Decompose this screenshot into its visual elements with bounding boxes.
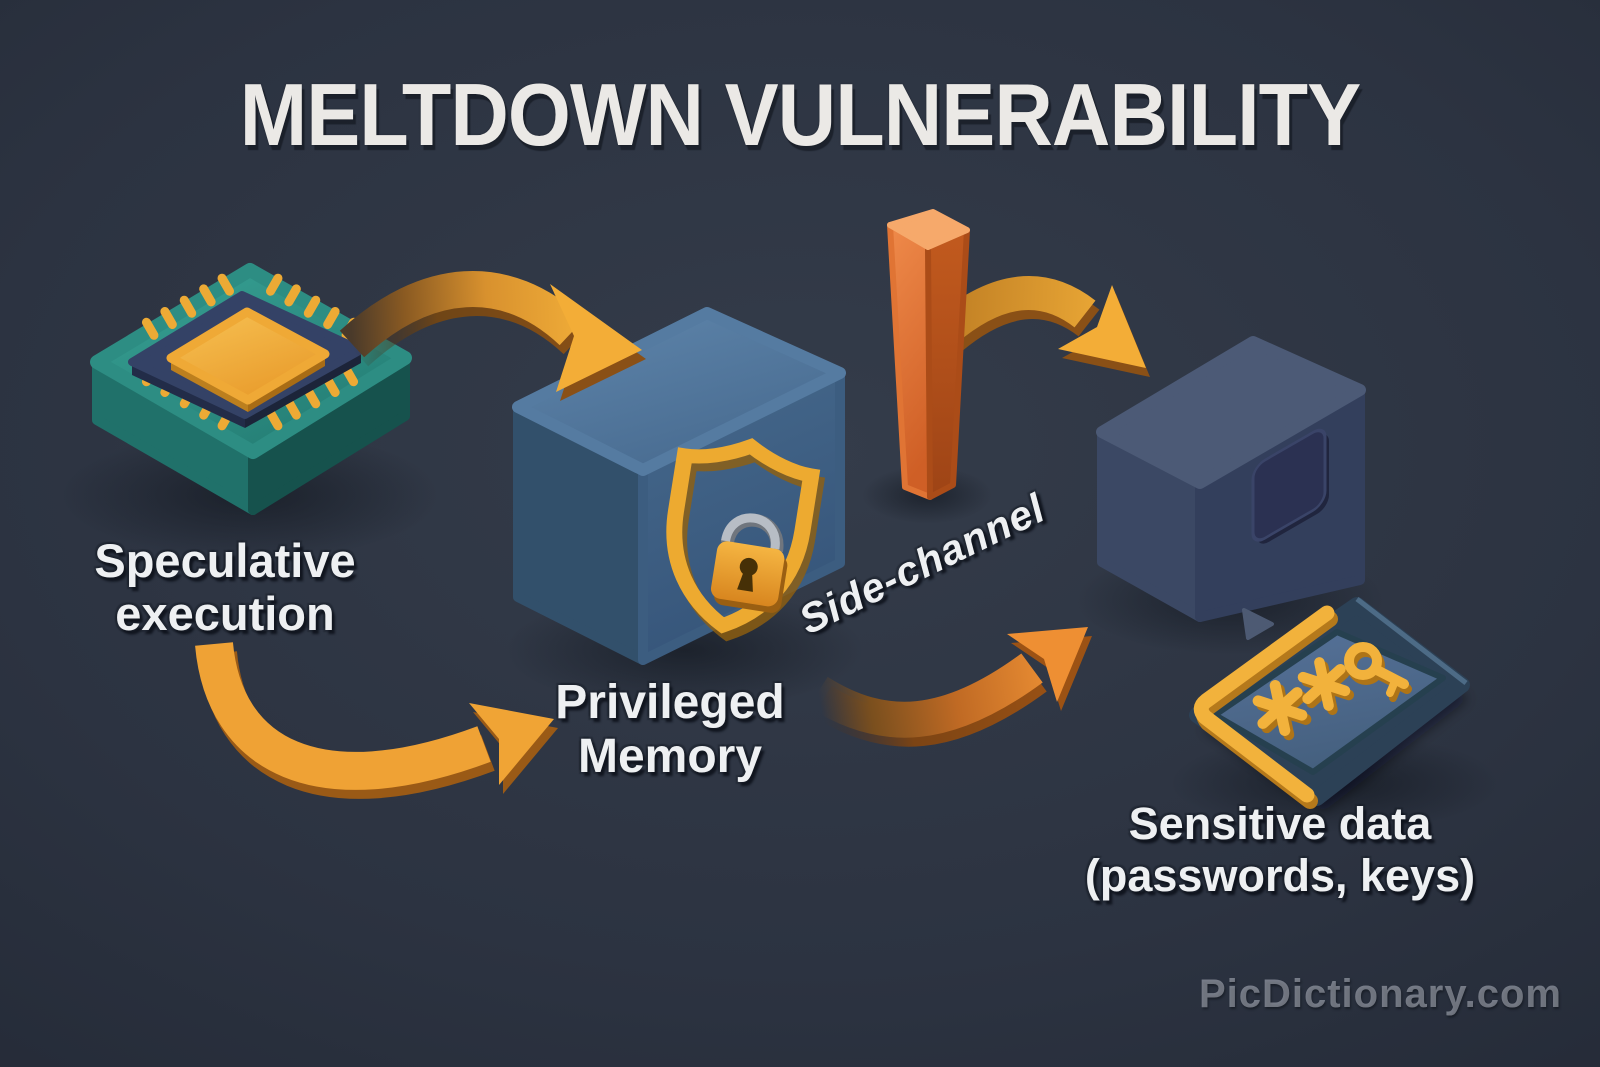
arrow-cpu-to-memory — [339, 271, 646, 401]
bar-front — [887, 222, 933, 500]
padlock-icon — [710, 513, 788, 613]
label-privileged-memory: Privileged Memory — [495, 676, 845, 784]
label-line: (passwords, keys) — [1084, 850, 1476, 902]
side-channel-bar-icon — [887, 209, 970, 500]
cpu-die — [166, 307, 330, 405]
label-line: Sensitive data — [1128, 798, 1432, 849]
arrow-memory-to-sensitive-data — [808, 627, 1092, 747]
label-line: Speculative — [94, 534, 356, 587]
label-line: Privileged — [555, 676, 785, 729]
bar-side — [925, 227, 970, 500]
page-title: MELTDOWN VULNERABILITY — [239, 65, 1362, 164]
label-sensitive-data: Sensitive data (passwords, keys) — [1045, 798, 1515, 902]
card-rim-highlight — [1355, 597, 1468, 685]
asterisk-icon — [1297, 657, 1355, 715]
asterisk-icon — [1252, 680, 1312, 741]
memory-box-icon — [1096, 336, 1366, 622]
pointer-triangle-icon — [1242, 608, 1274, 640]
box-face-top — [1096, 336, 1366, 489]
card-gold-spine — [1193, 605, 1335, 803]
label-line: execution — [115, 587, 335, 641]
arrow-execution-curve — [195, 641, 558, 799]
label-line: Memory — [577, 730, 763, 784]
shield-icon — [666, 438, 826, 642]
watermark: PicDictionary.com — [1198, 972, 1562, 1016]
bar-top — [887, 209, 970, 250]
label-speculative-execution: Speculative execution — [55, 534, 395, 640]
key-icon — [1344, 642, 1412, 702]
box-panel — [1251, 428, 1329, 544]
shield-lock-cube-icon — [512, 307, 846, 665]
password-card-icon — [1189, 597, 1470, 812]
